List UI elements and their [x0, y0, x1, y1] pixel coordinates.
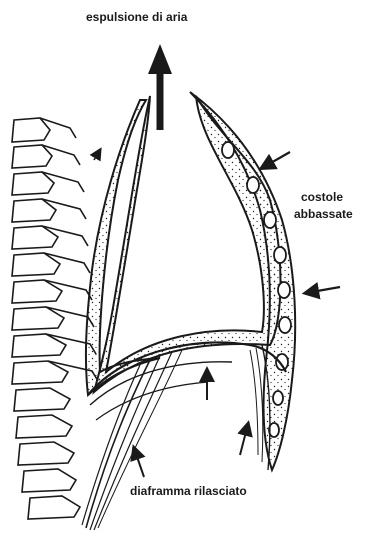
vertebra [18, 442, 74, 465]
vertebra [22, 469, 76, 492]
vertebra [12, 226, 58, 249]
vertebra [12, 307, 64, 330]
rib-section [264, 212, 276, 228]
rib-arrow [306, 287, 340, 293]
front-chest-wall [190, 92, 295, 470]
vertebra [14, 388, 70, 411]
vertebra [12, 172, 54, 195]
vertebra [12, 118, 50, 142]
vertebra [28, 496, 80, 519]
vertebra [12, 145, 52, 168]
lowered-ribs-label-line2: abbassate [294, 207, 353, 222]
pleural-lining [94, 96, 281, 392]
lowered-ribs-label-line1: costole [301, 190, 343, 205]
diaphragm-arrow [134, 448, 144, 477]
spine [12, 118, 98, 519]
rib-section [222, 142, 234, 158]
back-wall-arrow [94, 150, 100, 160]
rib-section [276, 354, 288, 370]
relaxed-diaphragm-label: diaframma rilasciato [130, 484, 247, 499]
rib-section [274, 247, 286, 263]
rib-section [279, 317, 291, 333]
arrows [94, 44, 340, 477]
rib-section [273, 391, 283, 405]
rib-arrow [262, 152, 290, 168]
diaphragm-arrow [240, 424, 248, 455]
rib-section [247, 177, 259, 193]
vertebra [16, 415, 72, 438]
air-expulsion-label: espulsione di aria [86, 10, 187, 25]
rib-section [278, 282, 290, 298]
vertebra [12, 253, 60, 276]
vertebra [12, 280, 62, 303]
vertebra [12, 199, 56, 222]
